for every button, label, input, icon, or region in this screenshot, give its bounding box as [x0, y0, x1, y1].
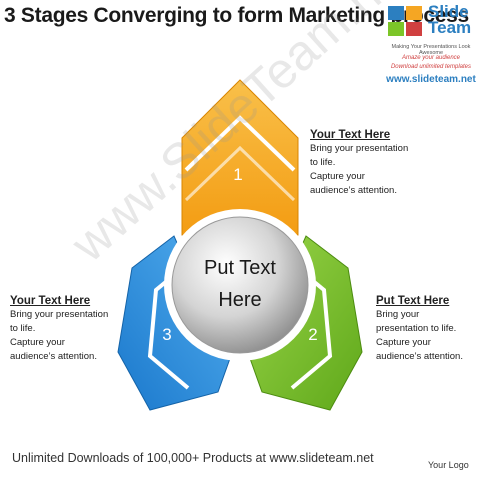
stage-3-number: 3 [162, 325, 171, 344]
stage-1-arrow [181, 79, 299, 236]
stage-1-number: 1 [233, 165, 242, 184]
center-circle [171, 216, 309, 354]
text-block-line: Capture your [310, 171, 365, 182]
text-block-heading: Put Text Here [376, 295, 450, 307]
center-text-line-1: Put Text [204, 257, 276, 279]
text-block-line: audience’s attention. [376, 351, 463, 362]
text-block-line: to life. [310, 157, 336, 168]
text-block-left: Your Text Here Bring your presentation t… [10, 294, 108, 364]
logo-url: www.slideteam.net [386, 74, 476, 85]
text-block-line: audience’s attention. [310, 185, 397, 196]
center-text-line-2: Here [218, 289, 261, 311]
logo-line-1: Amaze your audience [401, 55, 461, 61]
logo-mark-icon [388, 6, 422, 36]
stage-2-number: 2 [308, 325, 317, 344]
text-block-bottom-right: Put Text Here Bring your presentation to… [376, 294, 463, 364]
text-block-line: presentation to life. [376, 323, 457, 334]
text-block-heading: Your Text Here [310, 129, 391, 141]
text-block-line: audience’s attention. [10, 351, 97, 362]
text-block-line: Capture your [10, 337, 65, 348]
footer-text: Unlimited Downloads of 100,000+ Products… [12, 451, 374, 465]
text-block-line: to life. [10, 323, 36, 334]
your-logo-placeholder: Your Logo [428, 460, 469, 470]
text-block-top-right: Your Text Here Bring your presentation t… [310, 128, 408, 198]
text-block-line: Capture your [376, 337, 431, 348]
text-block-line: Bring your presentation [310, 143, 409, 154]
text-block-line: Bring your presentation [10, 309, 109, 320]
text-block-line: Bring your [376, 309, 420, 320]
text-block-heading: Your Text Here [10, 295, 91, 307]
page-title: 3 Stages Converging to form Marketing pr… [4, 4, 469, 27]
logo-tagline: Making Your Presentations Look Awesome [391, 44, 471, 56]
logo-line-2: Download unlimited templates [390, 64, 472, 70]
